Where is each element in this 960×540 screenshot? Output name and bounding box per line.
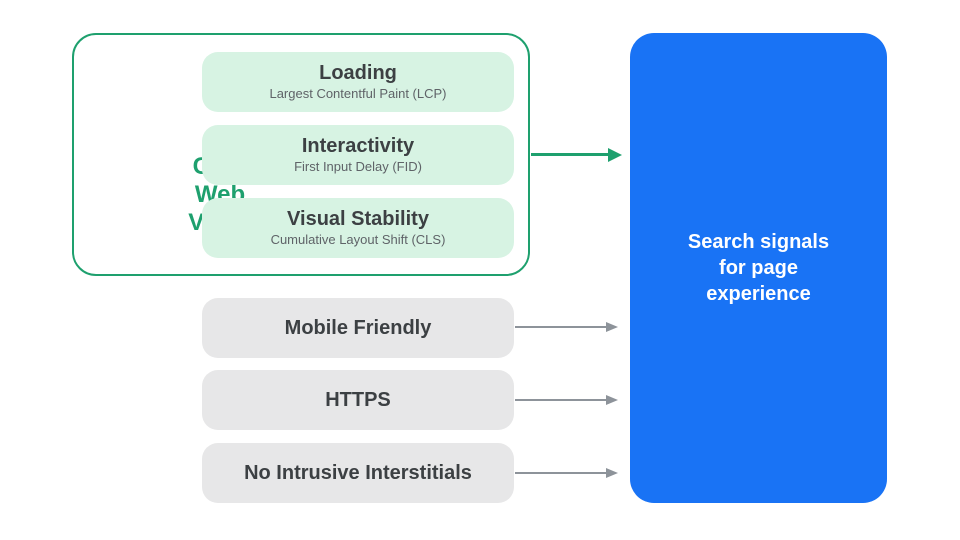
- signal-label: Mobile Friendly: [284, 316, 432, 339]
- vital-title: Visual Stability: [287, 208, 429, 230]
- arrow-head-icon: [608, 147, 622, 162]
- arrow-head-icon: [606, 322, 618, 332]
- search-signals-label: Search signals for page experience: [687, 231, 830, 305]
- arrow-line: [531, 153, 611, 156]
- arrow-head-icon: [606, 468, 618, 478]
- signal-https: HTTPS: [202, 370, 514, 430]
- vital-item-visual-stability: Visual Stability Cumulative Layout Shift…: [202, 198, 514, 258]
- vital-subtitle: Largest Contentful Paint (LCP): [269, 86, 447, 101]
- vital-subtitle: Cumulative Layout Shift (CLS): [270, 232, 446, 247]
- arrow-line: [515, 472, 608, 474]
- signal-label: No Intrusive Interstitials: [244, 461, 472, 484]
- signal-label: HTTPS: [325, 388, 391, 411]
- arrow-line: [515, 399, 608, 401]
- arrow-head-icon: [606, 395, 618, 405]
- search-signals-box: Search signals for page experience: [630, 33, 887, 503]
- signal-no-intrusive-interstitials: No Intrusive Interstitials: [202, 443, 514, 503]
- arrow-line: [515, 326, 608, 328]
- vital-item-loading: Loading Largest Contentful Paint (LCP): [202, 52, 514, 112]
- vital-title: Interactivity: [301, 135, 415, 157]
- vital-title: Loading: [319, 62, 397, 84]
- signal-mobile-friendly: Mobile Friendly: [202, 298, 514, 358]
- vital-item-interactivity: Interactivity First Input Delay (FID): [202, 125, 514, 185]
- vital-subtitle: First Input Delay (FID): [294, 159, 422, 174]
